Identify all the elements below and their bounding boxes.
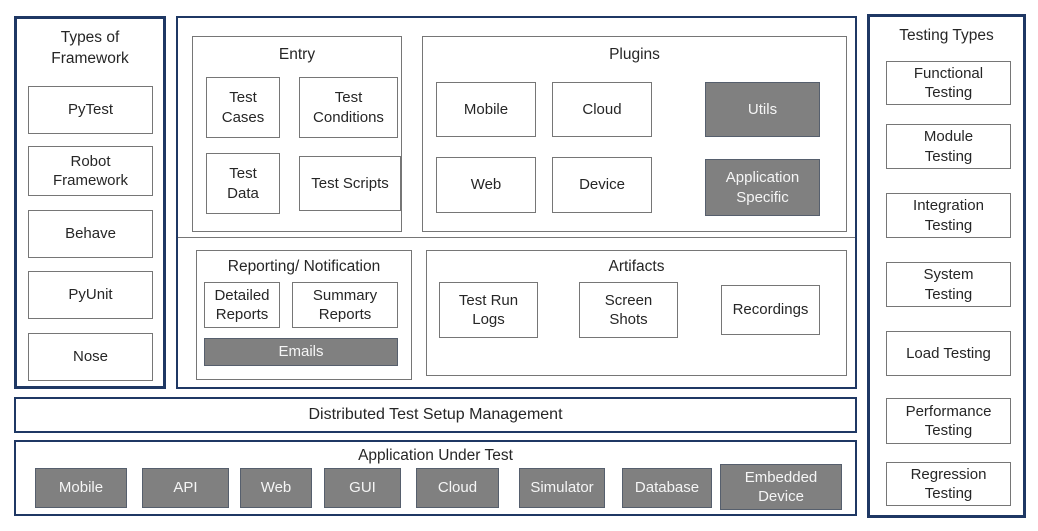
entry-box-test-conditions: Test Conditions [299,77,398,138]
plugins-box-cloud: Cloud [552,82,652,137]
reporting-notification-section: Reporting/ Notification Detailed Reports… [196,250,412,380]
artifacts-section: Artifacts Test Run Logs Screen Shots Rec… [426,250,847,376]
testing-box-load: Load Testing [886,331,1011,376]
aut-box-database: Database [622,468,712,508]
plugins-box-application-specific: Application Specific [705,159,820,216]
aut-box-api: API [142,468,229,508]
framework-box-behave: Behave [28,210,153,258]
testing-box-system: System Testing [886,262,1011,307]
entry-box-test-scripts: Test Scripts [299,156,401,211]
testing-box-functional: Functional Testing [886,61,1011,105]
artifacts-box-recordings: Recordings [721,285,820,335]
plugins-box-device: Device [552,157,652,213]
testing-box-regression: Regression Testing [886,462,1011,506]
aut-box-web: Web [240,468,312,508]
artifacts-box-screen-shots: Screen Shots [579,282,678,338]
framework-box-robot-framework: Robot Framework [28,146,153,196]
plugins-title: Plugins [609,46,660,63]
entry-box-test-data: Test Data [206,153,280,214]
testing-box-integration: Integration Testing [886,193,1011,238]
testing-types-panel: Testing Types Functional Testing Module … [867,14,1026,518]
aut-box-embedded-device: Embedded Device [720,464,842,510]
aut-box-gui: GUI [324,468,401,508]
reporting-box-detailed-reports: Detailed Reports [204,282,280,328]
types-of-framework-panel: Types of Framework PyTest Robot Framewor… [14,16,166,389]
distributed-test-setup-bar: Distributed Test Setup Management [14,397,857,433]
reporting-notification-title: Reporting/ Notification [227,258,381,275]
aut-box-cloud: Cloud [416,468,499,508]
types-of-framework-title: Types of Framework [51,29,129,67]
aut-box-mobile: Mobile [35,468,127,508]
entry-title: Entry [278,46,316,63]
framework-box-pyunit: PyUnit [28,271,153,319]
entry-box-test-cases: Test Cases [206,77,280,138]
aut-box-simulator: Simulator [519,468,605,508]
reporting-box-emails: Emails [204,338,398,366]
entry-section: Entry Test Cases Test Conditions Test Da… [192,36,402,232]
framework-core-panel: Entry Test Cases Test Conditions Test Da… [176,16,857,389]
testing-types-title: Testing Types [899,27,994,44]
plugins-box-utils: Utils [705,82,820,137]
framework-box-nose: Nose [28,333,153,381]
plugins-section: Plugins Mobile Cloud Utils Web Device Ap… [422,36,847,232]
application-under-test-section: Application Under Test Mobile API Web GU… [14,440,857,516]
framework-box-pytest: PyTest [28,86,153,134]
testing-box-module: Module Testing [886,124,1011,169]
plugins-box-web: Web [436,157,536,213]
artifacts-box-test-run-logs: Test Run Logs [439,282,538,338]
testing-box-performance: Performance Testing [886,398,1011,444]
artifacts-title: Artifacts [608,258,665,275]
application-under-test-title: Application Under Test [358,447,513,464]
middle-divider [178,237,855,238]
reporting-box-summary-reports: Summary Reports [292,282,398,328]
plugins-box-mobile: Mobile [436,82,536,137]
